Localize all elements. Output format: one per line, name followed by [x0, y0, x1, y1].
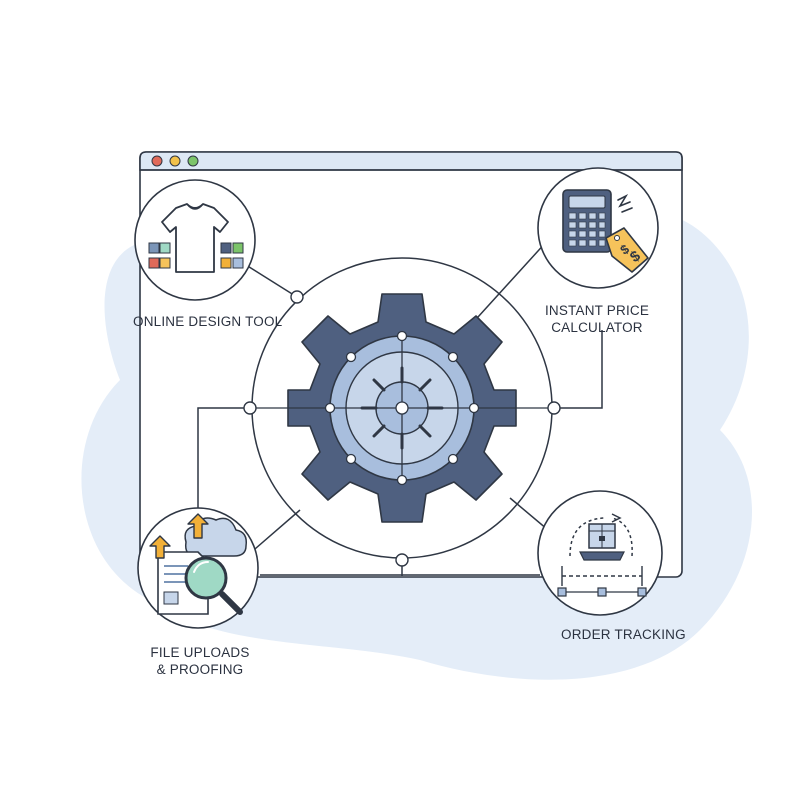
- t-shirt-icon: [161, 203, 229, 273]
- file-uploads-node[interactable]: [137, 507, 259, 629]
- orbit-nodes: [243, 290, 561, 567]
- calculator-icon: [562, 189, 612, 253]
- file-uploads-label-line2: & PROOFING: [156, 662, 244, 677]
- order-tracking-label: ORDER TRACKING: [561, 627, 686, 642]
- package-tracking-icon: [557, 513, 647, 597]
- file-uploads-label: FILE UPLOADS & PROOFING: [140, 644, 260, 678]
- price-calculator-label-line1: INSTANT PRICE: [544, 303, 650, 318]
- magnifier-icon: [184, 556, 243, 615]
- sparkle-lines-icon: [617, 194, 633, 213]
- window-minimize-dot[interactable]: [169, 155, 181, 167]
- design-tool-node[interactable]: [134, 179, 256, 301]
- design-tool-label: ONLINE DESIGN TOOL: [133, 314, 283, 329]
- central-gear: [250, 293, 554, 523]
- file-uploads-label-line1: FILE UPLOADS: [150, 645, 250, 660]
- price-calculator-label: INSTANT PRICE CALCULATOR: [532, 302, 662, 336]
- price-calculator-node[interactable]: $ $: [537, 167, 659, 289]
- color-swatches-icon: [148, 242, 244, 269]
- price-tag-icon: $ $: [605, 227, 649, 273]
- window-close-dot[interactable]: [151, 155, 163, 167]
- price-calculator-label-line2: CALCULATOR: [551, 320, 643, 335]
- order-tracking-node[interactable]: [537, 490, 663, 616]
- upload-arrow-icon: [149, 513, 209, 559]
- window-maximize-dot[interactable]: [187, 155, 199, 167]
